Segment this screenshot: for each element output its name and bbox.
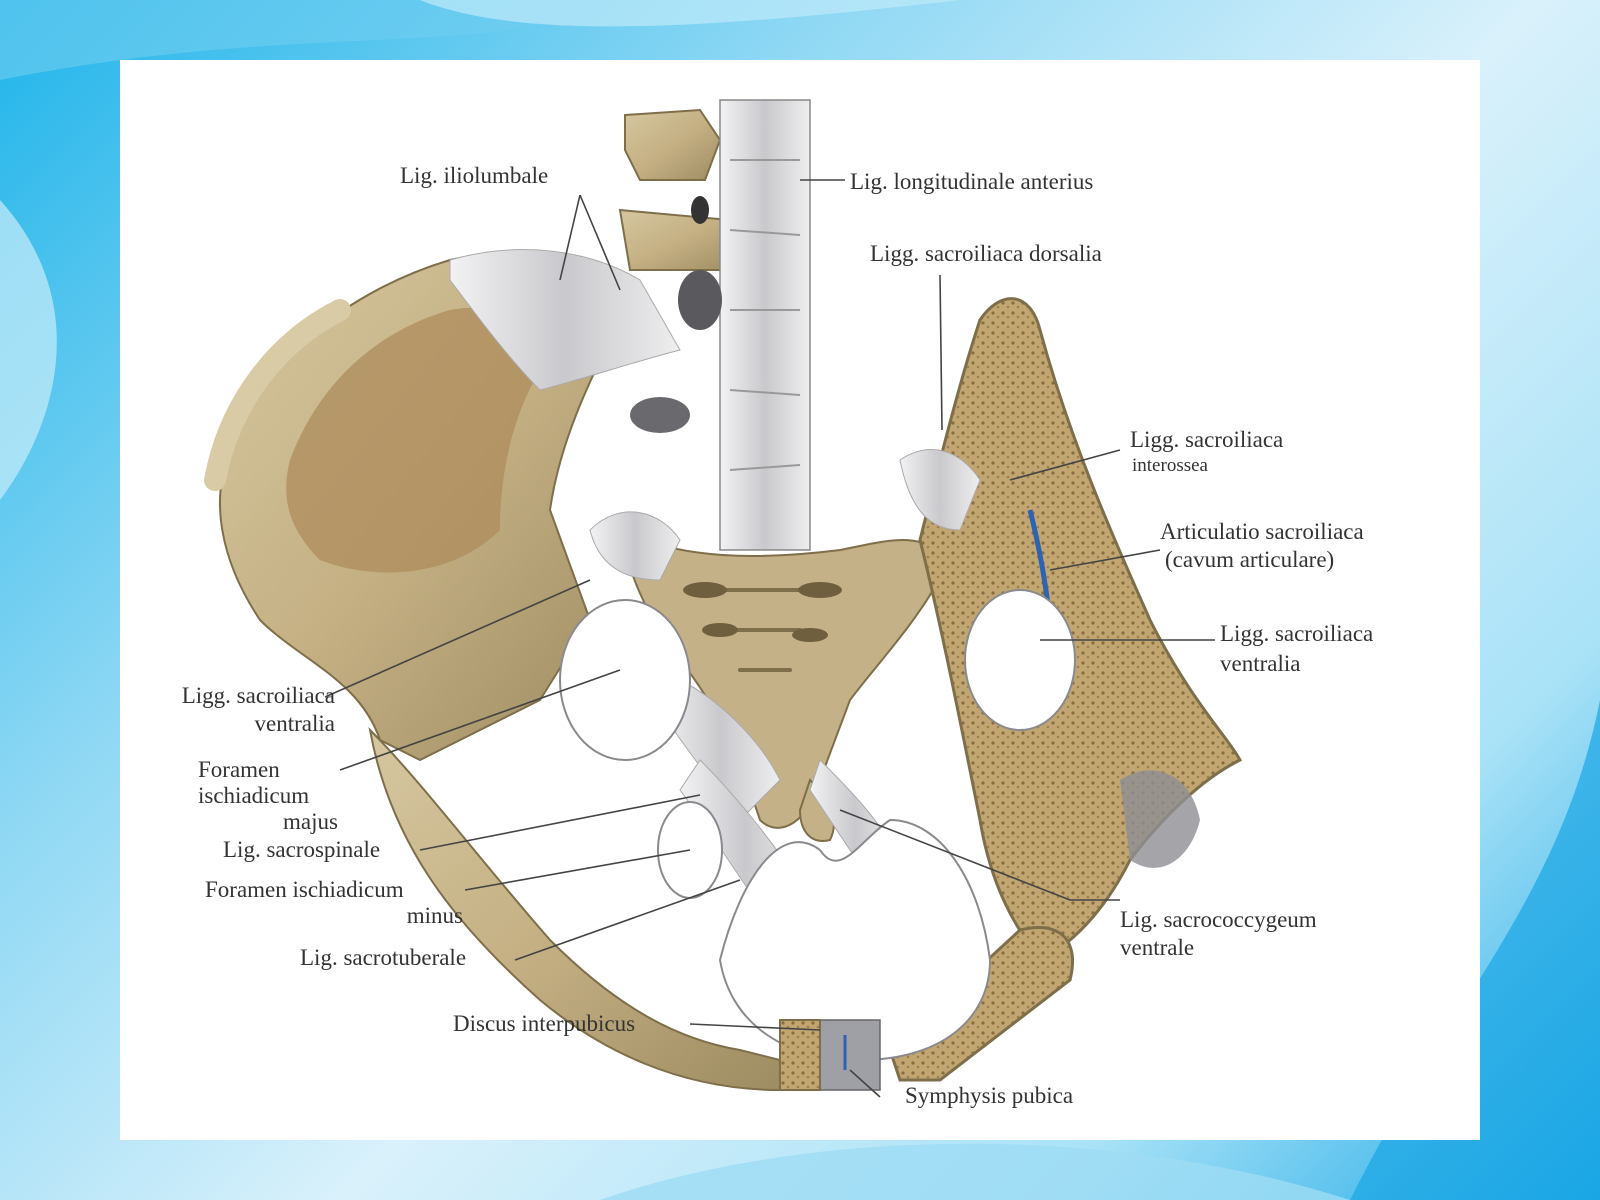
label-ligg-sacroiliaca-ventralia-right: Ligg. sacroiliaca: [1220, 621, 1374, 646]
label-articulatio-sacroiliaca: Articulatio sacroiliaca: [1160, 519, 1364, 544]
sacrospinous-ligament: [659, 679, 781, 821]
acetabulum-edge: [1120, 770, 1200, 868]
sacroiliac-ventral-ligaments-right: [899, 449, 981, 531]
leader-lines: [324, 179, 1215, 1098]
label-lig-sacrococcygeum: Lig. sacrococcygeum: [1120, 907, 1317, 932]
label-ischiadicum: ischiadicum: [198, 783, 310, 808]
label-ligg-sacroiliaca-dorsalia: Ligg. sacroiliaca dorsalia: [870, 241, 1102, 266]
iliac-fossa: [286, 308, 540, 573]
greater-sciatic-foramen-left: [559, 599, 691, 761]
iliolumbar-ligament: [449, 249, 681, 391]
label-ventrale: ventrale: [1120, 935, 1195, 960]
label-discus-interpubicus: Discus interpubicus: [453, 1011, 636, 1036]
pelvis-ligaments-illustration: [204, 99, 1243, 1098]
greater-sciatic-foramen-right: [964, 589, 1076, 731]
label-lig-sacrotuberale: Lig. sacrotuberale: [300, 945, 467, 970]
label-lig-longitudinale-anterius: Lig. longitudinale anterius: [850, 169, 1094, 194]
label-ligg-sacroiliaca-interossea: Ligg. sacroiliaca: [1130, 427, 1284, 452]
sacral-foramen: [630, 397, 690, 433]
label-foramen-ischiadicum-minus: Foramen ischiadicum: [205, 877, 404, 902]
label-symphysis-pubica: Symphysis pubica: [905, 1083, 1074, 1108]
label-lig-sacrospinale: Lig. sacrospinale: [223, 837, 381, 862]
anterior-longitudinal-ligament: [719, 99, 811, 551]
iliac-crest-rim: [204, 299, 351, 491]
label-minus: minus: [406, 903, 463, 928]
intervertebral-foramen: [678, 270, 722, 330]
label-ventralia-right: ventralia: [1220, 651, 1301, 676]
label-lig-iliolumbale: Lig. iliolumbale: [400, 163, 549, 188]
interpubic-disc: [819, 1019, 881, 1091]
label-majus: majus: [283, 809, 338, 834]
label-interossea: interossea: [1132, 455, 1208, 476]
label-ligg-sacroiliaca-ventralia-left: Ligg. sacroiliaca: [181, 683, 335, 708]
figure-panel: Lig. iliolumbale Lig. longitudinale ante…: [120, 60, 1480, 1140]
label-foramen: Foramen: [198, 757, 280, 782]
label-cavum-articulare: (cavum articulare): [1165, 547, 1335, 572]
sacroiliac-ventral-ligaments-left: [589, 511, 681, 581]
label-ventralia-left: ventralia: [254, 711, 335, 736]
lumbar-vertebra-transverse: [624, 108, 722, 181]
